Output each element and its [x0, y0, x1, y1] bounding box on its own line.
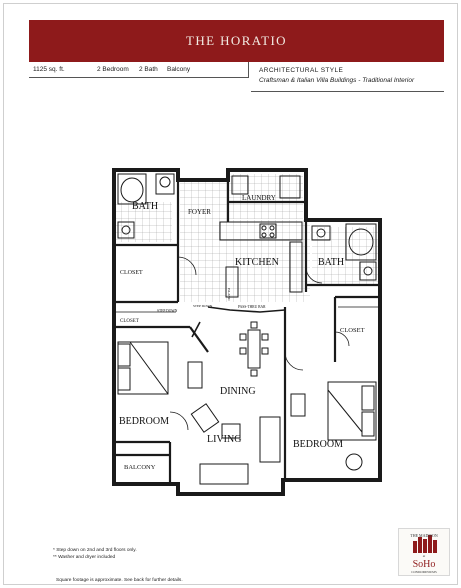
style-block: ARCHITECTURAL STYLE Craftsman & Italian … [251, 66, 444, 92]
bath-right-tile [312, 227, 382, 285]
note-step-down: * Step down on 2nd and 3rd floors only. [53, 548, 137, 553]
bedroom-left-furniture [117, 341, 203, 395]
label-step-down: STEP DOWN [157, 309, 178, 313]
style-heading: ARCHITECTURAL STYLE [259, 67, 344, 74]
label-closet-small: CLOSET [120, 319, 139, 324]
label-pass-thru: PASS-THRU BAR [238, 305, 266, 309]
note-washer: ** Washer and dryer included [53, 554, 116, 560]
bath-count: 2 Bath [139, 66, 158, 73]
feature: Balcony [167, 66, 191, 73]
kitchen-counters [219, 221, 303, 298]
label-laundry: LAUNDRY [242, 194, 276, 202]
page-frame [3, 3, 458, 585]
logo-brand: SoHo [413, 559, 436, 570]
bath-right-fixtures [311, 223, 377, 281]
label-island: ISLAND [227, 288, 231, 301]
door-swings [116, 256, 378, 485]
title-band: THE HORATIO [29, 20, 444, 62]
plan-title: THE HORATIO [186, 33, 287, 48]
specs-bar: 1125 sq. ft. 2 Bedroom 2 Bath Balcony [29, 62, 249, 78]
bedroom-right-furniture [290, 381, 377, 471]
info-row: 1125 sq. ft. 2 Bedroom 2 Bath Balcony AR… [29, 62, 444, 92]
logo-at: at [423, 554, 426, 558]
label-foyer: FOYER [188, 208, 211, 216]
floor-plan-drawing: BATH FOYER LAUNDRY KITCHEN BATH CLOSET C… [112, 168, 382, 496]
bedroom-count: 2 Bedroom [97, 66, 129, 73]
dining-table [239, 321, 269, 377]
label-living: LIVING [207, 434, 241, 445]
label-dining: DINING [220, 386, 256, 397]
logo-bottom-text: CONDOMINIUMS [411, 570, 437, 574]
square-footage: 1125 sq. ft. [33, 66, 65, 73]
label-balcony: BALCONY [124, 464, 156, 471]
laundry-fixtures [231, 175, 301, 199]
style-description: Craftsman & Italian Villa Buildings - Tr… [259, 77, 415, 84]
living-furniture [190, 403, 281, 485]
logo-mark: THE MADISON at SoHo CONDOMINIUMS [410, 533, 438, 574]
angled-partition [191, 306, 286, 338]
label-bath-right: BATH [318, 257, 344, 268]
floor-plan: BATH FOYER LAUNDRY KITCHEN BATH CLOSET C… [100, 162, 395, 502]
logo-skyline [413, 535, 437, 553]
footer-note: Square footage is approximate. See back … [56, 578, 183, 583]
interior-walls [114, 180, 380, 484]
label-closet-right: CLOSET [340, 327, 365, 334]
laundry-tile [230, 174, 303, 219]
label-kitchen: KITCHEN [235, 257, 279, 268]
label-step-down-2: STEP DOWN [193, 304, 213, 308]
label-bath-left: BATH [132, 201, 158, 212]
madison-soho-logo: THE MADISON at SoHo CONDOMINIUMS [398, 528, 450, 576]
label-bedroom-left: BEDROOM [119, 416, 169, 427]
label-closet-left: CLOSET [120, 270, 143, 276]
bath-left-fixtures [117, 173, 175, 239]
notes: * Step down on 2nd and 3rd floors only. … [53, 548, 353, 561]
label-bedroom-right: BEDROOM [293, 439, 343, 450]
logo-top-text: THE MADISON [410, 533, 438, 538]
foyer-tile [180, 182, 230, 302]
